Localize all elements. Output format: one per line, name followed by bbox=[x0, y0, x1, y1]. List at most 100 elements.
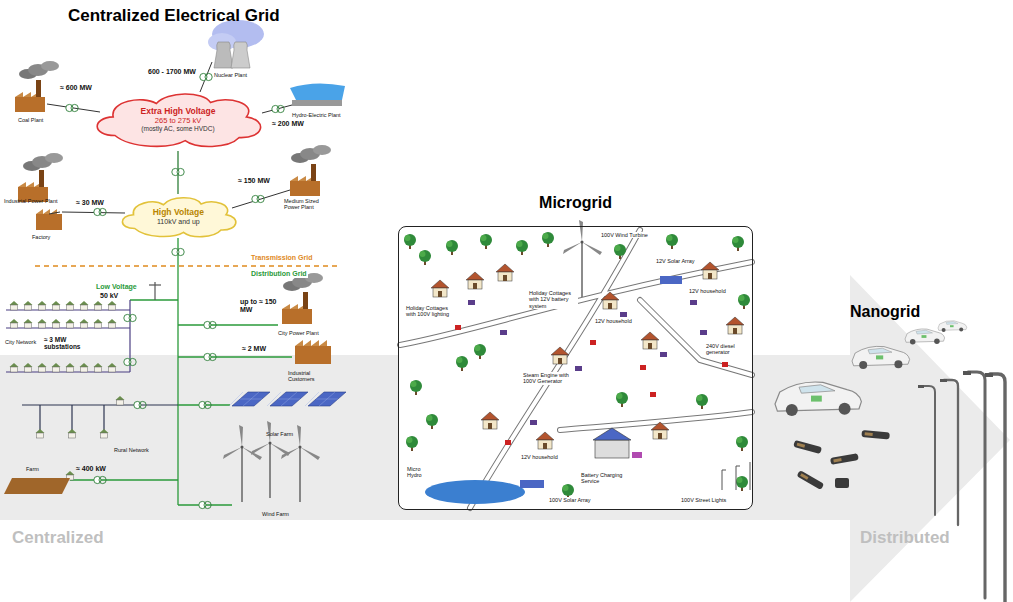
lamp-posts bbox=[990, 374, 1005, 602]
cottage-icons bbox=[726, 317, 744, 334]
nanogrid-devices bbox=[797, 470, 825, 490]
grid-wires bbox=[178, 356, 292, 357]
plant-label: Holiday Cottages with 12V battery system bbox=[528, 290, 578, 309]
house-icon bbox=[80, 363, 89, 372]
industrial-customers bbox=[295, 340, 327, 346]
house-icon bbox=[24, 301, 33, 310]
industrial-plant bbox=[36, 214, 62, 230]
plant-label: Battery Charging Service bbox=[580, 472, 628, 485]
wind-farm bbox=[223, 425, 262, 502]
plant-label: ≈ 400 kW bbox=[76, 465, 106, 473]
grid-wires bbox=[71, 405, 72, 430]
plant-label: Micro Hydro bbox=[406, 466, 436, 479]
tree-icon bbox=[736, 476, 748, 491]
meter-boxes bbox=[650, 392, 656, 397]
tree-icon bbox=[614, 244, 626, 259]
plant-label: Nuclear Plant bbox=[214, 72, 247, 78]
meter-boxes bbox=[455, 325, 728, 445]
plant-label: ≈ 600 MW bbox=[60, 84, 92, 92]
cloud-label: 110kV and up bbox=[151, 218, 205, 226]
grid-wires bbox=[178, 324, 278, 325]
plant-label: 12V household bbox=[594, 318, 633, 324]
solar-array bbox=[520, 276, 682, 488]
house-icon bbox=[38, 301, 47, 310]
solar-farm bbox=[229, 392, 270, 406]
tree-icon bbox=[404, 234, 416, 249]
transformer-symbols bbox=[66, 104, 78, 111]
house-icon bbox=[52, 363, 61, 372]
transformer-symbols bbox=[66, 73, 284, 508]
lamp-posts bbox=[922, 386, 935, 515]
battery-boxes bbox=[575, 366, 582, 371]
utility-pole bbox=[149, 284, 161, 285]
medium-plant bbox=[290, 164, 320, 196]
plant-label: Medium Sized Power Plant bbox=[284, 198, 330, 211]
plant-label: Distribution Grid bbox=[250, 270, 308, 278]
house-icon bbox=[10, 363, 19, 372]
house-icons bbox=[100, 429, 109, 438]
coal-plant bbox=[15, 80, 45, 112]
tree-icon bbox=[419, 250, 431, 265]
plant-label: ≈ 200 MW bbox=[272, 120, 304, 128]
grid-wires bbox=[200, 62, 212, 92]
grid-wires bbox=[22, 404, 178, 405]
lamp-posts bbox=[940, 379, 947, 382]
microgrid-scene bbox=[400, 230, 752, 508]
tree-icon bbox=[410, 380, 422, 395]
meter-boxes bbox=[455, 325, 461, 330]
panel-heading: Microgrid bbox=[399, 194, 752, 212]
grid-wires bbox=[22, 405, 178, 430]
battery-boxes bbox=[468, 300, 475, 305]
plant-label: City Power Plant bbox=[278, 330, 319, 336]
house-icons bbox=[68, 429, 77, 438]
plant-label: Industrial Power Plant bbox=[4, 198, 58, 204]
tree-icon bbox=[426, 414, 438, 429]
city-power-plant bbox=[282, 273, 323, 324]
section-label: Distributed bbox=[860, 528, 950, 548]
microgrid-scene bbox=[563, 220, 602, 297]
street-lights bbox=[722, 462, 750, 490]
lamp-posts bbox=[968, 372, 985, 598]
grid-wires bbox=[49, 212, 60, 214]
lamp-posts bbox=[918, 371, 993, 388]
plant-label: 12V Solar Array bbox=[655, 258, 697, 264]
solar-array bbox=[520, 480, 544, 488]
nanogrid-devices bbox=[852, 346, 910, 369]
lamp-posts bbox=[918, 371, 1005, 602]
transformer-symbols bbox=[199, 401, 211, 408]
plant-label: Factory bbox=[32, 234, 50, 240]
house-icon bbox=[38, 363, 47, 372]
house-icons bbox=[36, 429, 45, 438]
grid-wires bbox=[39, 405, 40, 430]
house-icon bbox=[38, 319, 47, 328]
industrial-plant bbox=[23, 153, 63, 171]
voltage-cloud: Extra High Voltage265 to 275 kV(mostly A… bbox=[88, 89, 268, 151]
transformer-symbols bbox=[172, 168, 184, 175]
nuclear-plant bbox=[231, 42, 250, 68]
plant-label: 12V household bbox=[688, 288, 727, 294]
plant-label: ≈ 2 MW bbox=[242, 345, 266, 353]
plant-label: Holiday Cottages with 100V lighting bbox=[405, 305, 452, 318]
lamp-posts bbox=[985, 373, 993, 377]
plant-label: 100V Solar Array bbox=[548, 497, 592, 503]
meter-boxes bbox=[590, 340, 596, 345]
hydro-plant bbox=[292, 100, 342, 106]
house-icon bbox=[66, 319, 75, 328]
house-icon bbox=[24, 363, 33, 372]
cottage-icons bbox=[641, 332, 659, 349]
tree-icon bbox=[516, 240, 528, 255]
cloud-text: Extra High Voltage265 to 275 kV(mostly A… bbox=[140, 107, 217, 133]
plant-label: ≈ 150 MW bbox=[238, 177, 270, 185]
cloud-label: Extra High Voltage bbox=[140, 107, 217, 117]
plant-label: 600 - 1700 MW bbox=[148, 68, 196, 76]
plant-label: Coal Plant bbox=[18, 117, 43, 123]
industrial-customers bbox=[295, 340, 331, 364]
tree-icon bbox=[616, 392, 628, 407]
cottage-icons bbox=[701, 262, 719, 279]
cloud-label: 265 to 275 kV bbox=[140, 117, 217, 126]
battery-boxes bbox=[620, 312, 627, 317]
plant-label: ≈ 3 MW substations bbox=[44, 336, 86, 351]
hydro-plant bbox=[290, 83, 345, 106]
house-icon bbox=[94, 363, 103, 372]
